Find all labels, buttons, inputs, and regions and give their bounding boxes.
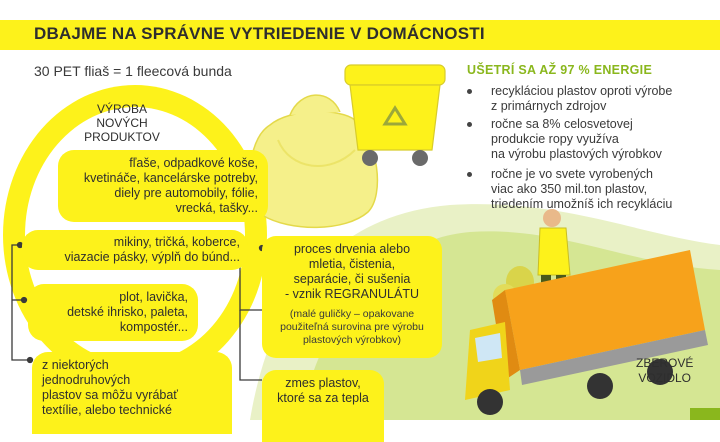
title-bar: [0, 20, 720, 50]
process-text: proces drvenia alebo mletia, čistenia, s…: [266, 242, 438, 302]
product-line: mikiny, tričká, koberce,: [113, 235, 240, 249]
product-line: detské ihrisko, paleta,: [67, 305, 188, 319]
energy-bullet: ročne je vo svete vyrobených viac ako 35…: [467, 167, 707, 212]
production-heading-line: PRODUKTOV: [84, 130, 160, 144]
truck-label-line: ZBEROVÉ: [636, 356, 694, 370]
product-line: fľaše, odpadkové koše,: [129, 156, 258, 170]
bullet-line: z primárnych zdrojov: [491, 99, 607, 113]
process-line: separácie, či sušenia: [293, 272, 411, 286]
recycling-bin-icon: [344, 64, 446, 166]
bullet-line: ročne sa 8% celosvetovej: [491, 117, 633, 131]
bullet-icon: [467, 122, 472, 127]
truck-label-line: VOZIDLO: [638, 371, 692, 385]
process-line: mletia, čistenia,: [308, 257, 396, 271]
production-heading: VÝROBA NOVÝCH PRODUKTOV: [62, 102, 182, 144]
bullet-line: recykláciou plastov oproti výrobe: [491, 84, 673, 98]
bullet-icon: [467, 89, 472, 94]
product-line: kompostér...: [119, 320, 188, 334]
process-line: proces drvenia alebo: [293, 242, 411, 256]
decoration-bar: [690, 408, 720, 420]
process-note: (malé guličky – opakovane použiteľná sur…: [262, 308, 442, 347]
bullet-line: na výrobu plastových výrobkov: [491, 147, 662, 161]
melt-line: ktoré sa za tepla: [277, 391, 369, 405]
product-line: textílie, alebo technické: [42, 403, 172, 417]
product-line: vrecká, tašky...: [175, 201, 258, 215]
process-note-line: (malé guličky – opakovane: [289, 308, 415, 320]
product-group-outdoor: plot, lavička, detské ihrisko, paleta, k…: [28, 284, 198, 341]
energy-title: UŠETRÍ SA AŽ 97 % ENERGIE: [467, 63, 653, 77]
bullet-icon: [467, 172, 472, 177]
process-line: - vznik REGRANULÁTU: [284, 287, 420, 301]
product-group-technical: z niektorých jednodruhových plastov sa m…: [32, 352, 232, 434]
energy-bullet: ročne sa 8% celosvetovej produkcie ropy …: [467, 117, 707, 162]
melt-box: zmes plastov, ktoré sa za tepla: [262, 370, 384, 442]
product-line: jednodruhových: [42, 373, 131, 387]
product-group-bottles: fľaše, odpadkové koše, kvetináče, kancel…: [58, 150, 268, 222]
product-line: plastov sa môžu vyrábať: [42, 388, 178, 402]
product-line: kvetináče, kancelárske potreby,: [83, 171, 258, 185]
product-line: z niektorých: [42, 358, 109, 372]
bullet-line: viac ako 350 mil.ton plastov,: [491, 182, 648, 196]
product-line: plot, lavička,: [119, 290, 188, 304]
melt-line: zmes plastov,: [285, 376, 361, 390]
page-title: DBAJME NA SPRÁVNE VYTRIEDENIE V DOMÁCNOS…: [34, 24, 485, 43]
process-note-line: použiteľná surovina pre výrobu: [280, 321, 424, 333]
product-group-textiles: mikiny, tričká, koberce, viazacie pásky,…: [22, 230, 248, 270]
energy-bullet: recykláciou plastov oproti výrobe z prim…: [467, 84, 707, 114]
bullet-line: ročne je vo svete vyrobených: [491, 167, 653, 181]
production-heading-line: VÝROBA: [96, 102, 147, 116]
bullet-line: triedením umožníš ich recykláciu: [491, 197, 673, 211]
garbage-truck-icon: [465, 250, 708, 415]
production-heading-line: NOVÝCH: [96, 116, 148, 130]
recycle-symbol-icon: [382, 105, 408, 126]
product-line: viazacie pásky, výplň do búnd...: [64, 250, 240, 264]
process-box: [262, 236, 442, 358]
truck-label: ZBEROVÉ VOZIDLO: [636, 356, 693, 386]
process-note-line: plastových výrobkov): [302, 334, 402, 346]
subtitle: 30 PET fliaš = 1 fleecová bunda: [34, 63, 232, 79]
bullet-line: produkcie ropy využíva: [491, 132, 619, 146]
product-line: diely pre automobily, fólie,: [114, 186, 258, 200]
